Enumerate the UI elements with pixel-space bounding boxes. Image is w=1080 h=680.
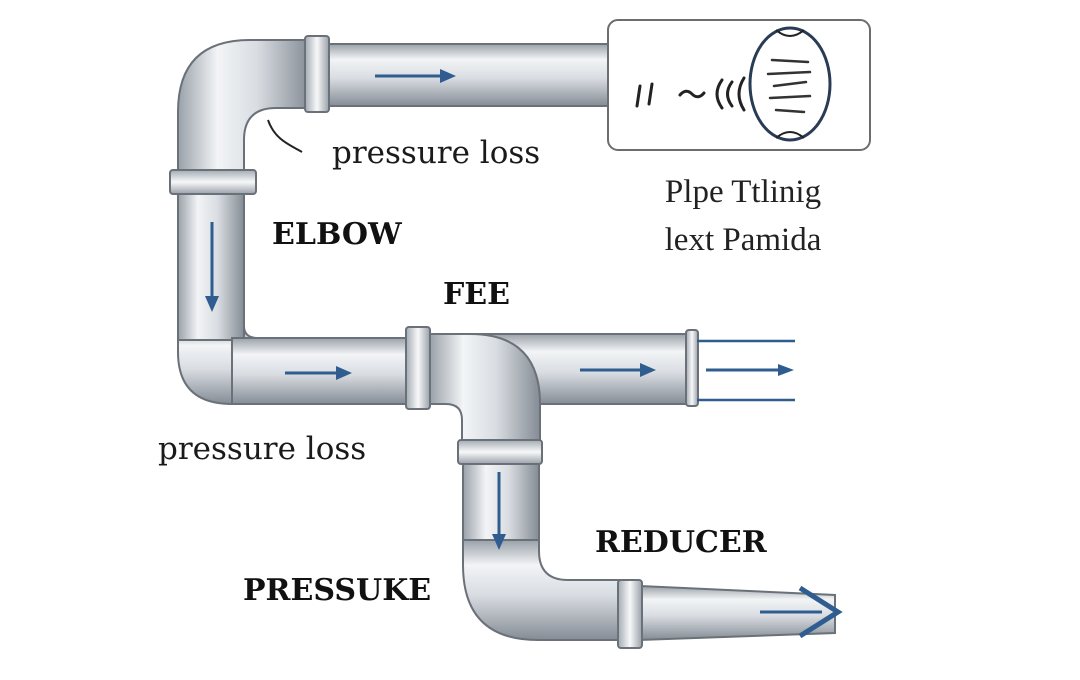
tee-label: FEE — [443, 277, 511, 312]
sound-waves-icon — [635, 76, 746, 112]
pressure-loss-label-top: pressure loss — [332, 135, 541, 171]
pressure-label: PRESSUKE — [243, 573, 432, 608]
panel-caption-line2: lext Pamida — [664, 222, 822, 258]
collar-left — [169, 169, 257, 195]
collar-reducer — [617, 579, 643, 649]
gauge-icon — [748, 26, 832, 142]
elbow-label: ELBOW — [272, 217, 402, 252]
flow-arrow-icon — [205, 69, 843, 639]
pressure-loss-label-left: pressure loss — [158, 431, 367, 467]
reducer-label: REDUCER — [595, 525, 767, 560]
panel-caption: Plpe Ttlinig lext Pamida — [618, 168, 868, 264]
middle-left-pipe — [231, 337, 423, 405]
panel-caption-line1: Plpe Ttlinig — [664, 174, 822, 210]
collar-top — [304, 35, 330, 113]
tee-branch-curve — [429, 333, 541, 446]
collar-tee-bottom — [457, 439, 543, 465]
collar-tee-right — [685, 329, 699, 407]
elbow-top-left — [177, 39, 311, 181]
outlet-flow-lines — [697, 339, 795, 402]
collar-tee-left — [405, 326, 431, 410]
pressure-loss-leader — [267, 119, 303, 153]
lower-vertical-pipe — [462, 461, 540, 543]
elbow-bottom — [462, 539, 621, 641]
